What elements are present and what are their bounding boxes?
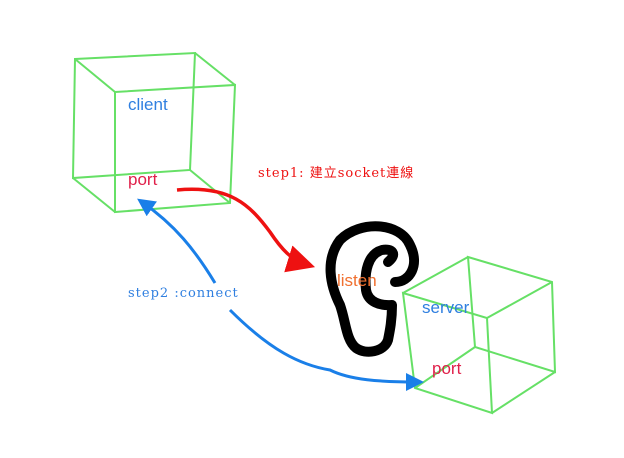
client-cube <box>71 51 237 214</box>
step1-label: step1: 建立socket連線 <box>258 166 415 181</box>
step1-arrow <box>176 187 316 273</box>
ear-icon <box>325 221 419 357</box>
server-cube <box>401 255 557 415</box>
server-port-label: port <box>432 359 462 378</box>
listen-label: listen <box>337 271 377 290</box>
server-label: server <box>422 298 470 317</box>
step2-arrow-to-server <box>228 308 424 391</box>
client-label: client <box>128 95 168 114</box>
client-port-label: port <box>128 170 158 189</box>
step2-arrow-to-client <box>137 198 217 284</box>
step2-label: step2 :connect <box>128 286 239 301</box>
